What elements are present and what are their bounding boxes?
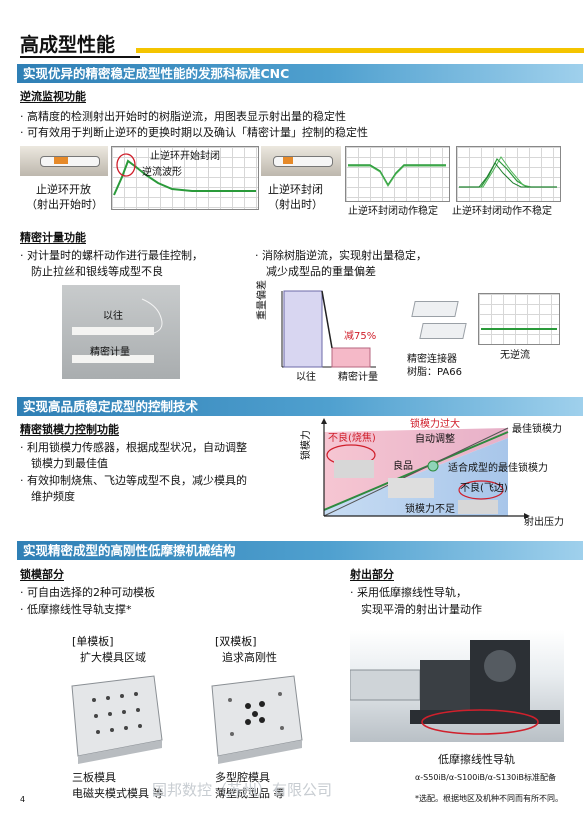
double-platen-caption: 追求高刚性 [222, 651, 277, 664]
backflow-bullet-2: · 可有效用于判断止逆环的更换时期以及确认「精密计量」控制的稳定性 [20, 126, 368, 139]
double-platen-tag: [双模板] [215, 635, 257, 648]
connector-label: 精密连接器 [407, 354, 457, 365]
backflow-graph [111, 146, 259, 210]
metering-left-2: 防止拉丝和银线等成型不良 [31, 265, 163, 278]
insufficient-clamp-label: 锁模力不足 [405, 504, 455, 515]
no-backflow-graph [478, 293, 560, 345]
metering-right-2: 减少成型品的重量偏差 [266, 265, 376, 278]
inject-unit-title: 射出部分 [350, 568, 394, 581]
section1-heading: 实现优异的精密稳定成型性能的发那科标准CNC [17, 64, 583, 83]
check-ring-open-sublabel: （射出开始时） [26, 198, 103, 211]
optimal-clamp-label: 适合成型的最佳锁模力 [448, 463, 548, 474]
annot-backflow-wave: 逆流波形 [142, 167, 182, 178]
photo-label-after: 精密计量 [90, 347, 130, 358]
stable-graph [345, 146, 450, 202]
backflow-title: 逆流监视功能 [20, 90, 86, 103]
check-ring-open-label: 止逆环开放 [36, 183, 91, 196]
burn-defect-label: 不良(烧焦) [328, 433, 376, 444]
single-bottom-2: 电磁夹模式模具 等 [72, 787, 164, 800]
section3-heading: 实现精密成型的高刚性低摩擦机械结构 [17, 541, 583, 560]
title-underline [136, 48, 584, 53]
double-bottom-1: 多型腔模具 [215, 771, 270, 784]
injection-unit-image [349, 630, 564, 742]
bar-1 [283, 290, 323, 368]
clamp-force-diagram [308, 418, 584, 528]
no-backflow-label: 无逆流 [500, 350, 530, 361]
check-ring-open-image [20, 146, 108, 176]
connector-resin: 树脂：PA66 [407, 367, 462, 378]
metering-title: 精密计量功能 [20, 231, 86, 244]
single-platen-image [64, 670, 166, 764]
bar-reduction-arrow [321, 290, 333, 349]
watermark: 国邦数控（苏州）有限公司 [152, 781, 333, 799]
inject-bullet-2: 实现平滑的射出计量动作 [361, 603, 482, 616]
bar-cat-2: 精密计量 [338, 372, 378, 383]
single-platen-tag: [单模板] [72, 635, 114, 648]
auto-adjust-label: 自动调整 [415, 434, 455, 445]
page-number: 4 [20, 795, 26, 804]
clamp-xlabel: 射出压力 [524, 517, 564, 528]
clamp-bullet-1a: · 利用锁模力传感器，根据成型状况，自动调整 [20, 441, 247, 454]
inject-note-option: *选配。根据地区及机种不同而有所不同。 [415, 794, 563, 803]
double-platen-image [204, 670, 306, 764]
title-underline-dark [20, 56, 140, 58]
page-title: 高成型性能 [20, 34, 116, 56]
bar-2 [331, 347, 371, 368]
good-part-label: 良品 [393, 461, 413, 472]
weight-variance-chart [258, 285, 386, 385]
check-ring-closed-image [261, 146, 341, 176]
inject-note-standard: α-S50iB/α-S100iB/α-S130iB标准配备 [415, 773, 556, 782]
check-ring-closed-label: 止逆环封闭 [268, 183, 323, 196]
clamp-unit-title: 锁模部分 [20, 568, 64, 581]
clamp-unit-bullet-2: · 低摩擦线性导轨支撑* [20, 603, 132, 616]
inject-bullet-1: · 采用低摩擦线性导轨， [350, 586, 467, 599]
connector-image [407, 293, 467, 351]
single-platen-caption: 扩大模具区域 [80, 651, 146, 664]
bar-ylabel: 重量偏差 [257, 280, 268, 320]
max-clamp-label: 最佳锁模力 [512, 424, 562, 435]
annot-ring-close: 止逆环开始封闭 [150, 151, 220, 162]
clamp-unit-bullet-1: · 可自由选择的2种可动模板 [20, 586, 155, 599]
photo-label-before: 以往 [103, 311, 123, 322]
single-bottom-1: 三板模具 [72, 771, 116, 784]
unstable-label: 止逆环封闭动作不稳定 [452, 206, 552, 217]
clamp-bullet-2b: 维护频度 [31, 490, 75, 503]
molded-parts-image [62, 285, 180, 379]
section2-heading: 实现高品质稳定成型的控制技术 [17, 397, 583, 416]
unstable-graph [456, 146, 561, 202]
clamp-ylabel: 锁模力 [301, 430, 312, 460]
linear-guide-label: 低摩擦线性导轨 [438, 753, 515, 766]
bar-reduction-label: 减75% [344, 331, 377, 342]
clamp-bullet-1b: 锁模力到最佳值 [31, 457, 108, 470]
check-ring-closed-sublabel: （射出时） [268, 198, 323, 211]
metering-right-1: · 消除树脂逆流，实现射出量稳定， [255, 249, 427, 262]
excess-clamp-label: 锁模力过大 [410, 419, 460, 430]
backflow-bullet-1: · 高精度的检测射出开始时的树脂逆流，用图表显示射出量的稳定性 [20, 110, 346, 123]
stable-label: 止逆环封闭动作稳定 [348, 206, 438, 217]
double-bottom-2: 薄壁成型品 等 [215, 787, 285, 800]
bar-cat-1: 以往 [296, 372, 316, 383]
flash-defect-label: 不良(飞边) [460, 483, 508, 494]
clamp-force-title: 精密锁模力控制功能 [20, 423, 119, 436]
metering-left-1: · 对计量时的螺杆动作进行最佳控制， [20, 249, 203, 262]
weight-variance-svg [281, 290, 376, 368]
clamp-bullet-2a: · 有效抑制烧焦、飞边等成型不良，减少模具的 [20, 474, 247, 487]
